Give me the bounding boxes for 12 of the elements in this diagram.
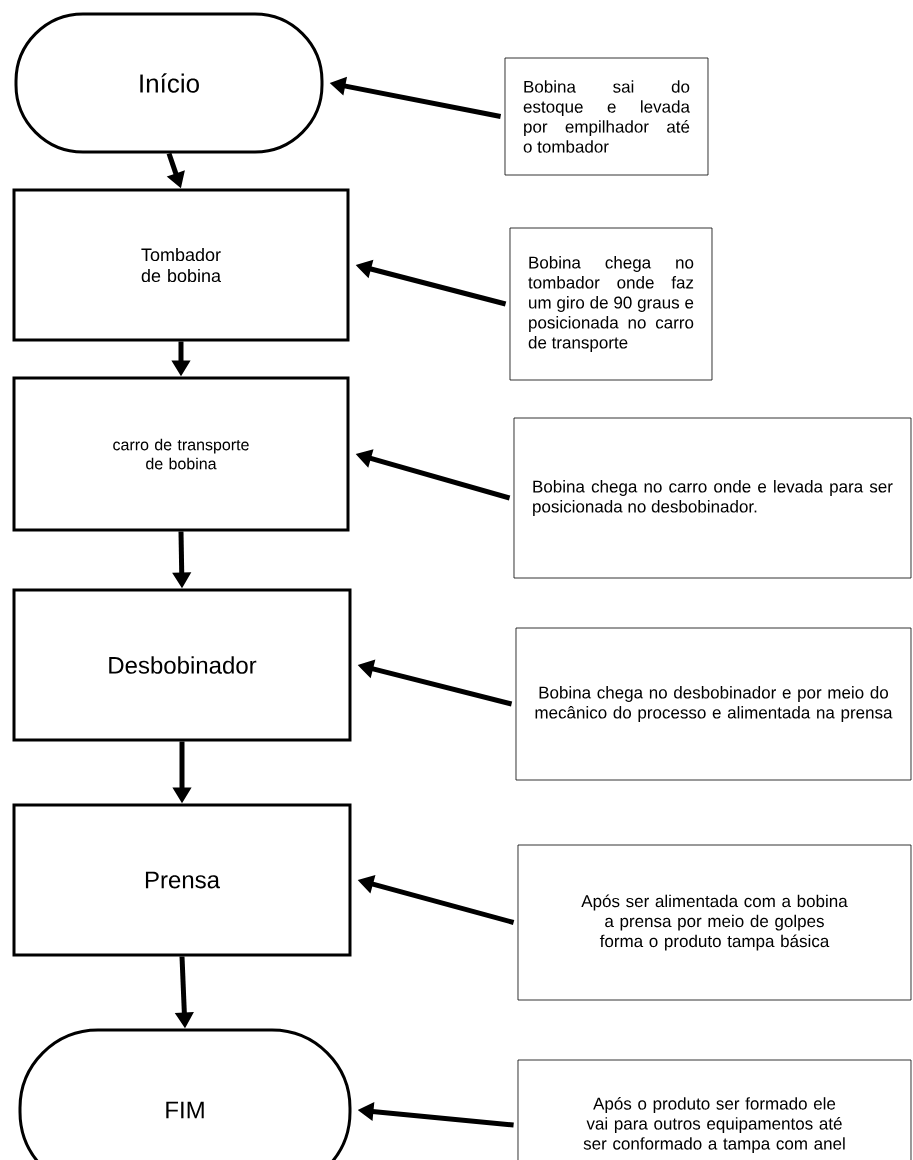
note-box: Após o produto ser formado ele vai para outros equipamentos até ser conformado a tampa com anel bbox=[517, 1059, 912, 1160]
end-terminal: FIM bbox=[18, 1028, 352, 1160]
start-terminal: Início bbox=[14, 12, 324, 154]
process-box: Prensa bbox=[12, 803, 352, 957]
note-box: Bobina sai do estoque e levada por empilhador até o tombador bbox=[504, 57, 709, 176]
note-box: Após ser alimentada com a bobina a prensa por meio de golpes forma o produto tampa básica bbox=[517, 844, 912, 1001]
process-box: carro de transporte de bobina bbox=[12, 376, 350, 532]
note-box: Bobina chega no tombador onde faz um giro de 90 graus e posicionada no carro de transporte bbox=[509, 227, 713, 381]
process-box: Desbobinador bbox=[12, 588, 352, 742]
process-box: Tombador de bobina bbox=[12, 188, 350, 342]
note-box: Bobina chega no desbobinador e por meio do mecânico do processo e alimentada na prensa bbox=[515, 627, 912, 781]
note-box: Bobina chega no carro onde e levada para ser posicionada no desbobinador. bbox=[513, 417, 912, 579]
